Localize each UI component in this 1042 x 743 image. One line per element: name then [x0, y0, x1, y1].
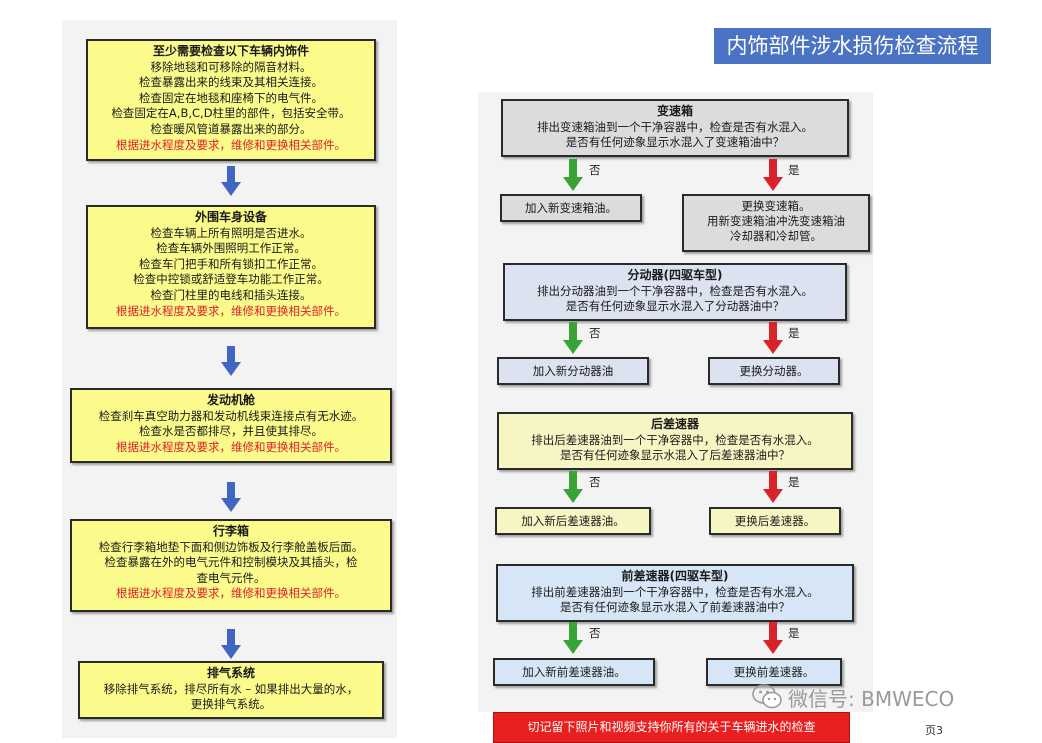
- down-arrow: [221, 166, 241, 196]
- no-label: 否: [589, 475, 601, 489]
- page-number: 页3: [925, 724, 943, 737]
- exhaust-system-box: 排气系统 移除排气系统，排尽所有水 – 如果排出大量的水， 更换排气系统。: [78, 661, 384, 719]
- box-line: 检查固定在地毯和座椅下的电气件。: [139, 90, 323, 105]
- box-line: 检查车辆外围照明工作正常。: [156, 241, 306, 256]
- rear-differential-no-action: 加入新后差速器油。: [495, 507, 651, 535]
- action-text: 冷却器和冷却管。: [730, 229, 822, 243]
- transfer-case-no-action: 加入新分动器油: [497, 357, 649, 385]
- action-text: 加入新变速箱油。: [525, 200, 617, 215]
- transfer-case-question-box: 分动器(四驱车型) 排出分动器油到一个干净容器中，检查是否有水混入。 是否有任何…: [503, 263, 847, 321]
- action-text: 加入新后差速器油。: [521, 513, 625, 528]
- box-note: 根据进水程度及要求，维修和更换相关部件。: [116, 303, 346, 318]
- box-line: 检查行李箱地垫下面和侧边饰板及行李舱盖板后面。: [98, 539, 364, 554]
- action-text: 更换分动器。: [739, 363, 809, 378]
- yes-label: 是: [788, 475, 800, 489]
- box-line: 检查暴露出来的线束及其相关连接。: [139, 75, 323, 90]
- down-arrow: [221, 482, 241, 512]
- box-title: 排气系统: [206, 666, 255, 680]
- box-line: 查电气元件。: [196, 570, 266, 585]
- box-note: 根据进水程度及要求，维修和更换相关部件。: [116, 439, 346, 454]
- box-line: 排出变速箱油到一个干净容器中，检查是否有水混入。: [537, 119, 813, 134]
- box-line: 检查车辆上所有照明是否进水。: [150, 225, 312, 240]
- wechat-icon: [752, 684, 782, 709]
- box-title: 发动机舱: [206, 393, 255, 407]
- transfer-case-yes-action: 更换分动器。: [708, 357, 840, 385]
- action-text: 用新变速箱油冲洗变速箱油: [707, 214, 845, 228]
- engine-bay-box: 发动机舱 检查刹车真空助力器和发动机线束连接点有无水迹。 检查水是否都排尽，并且…: [70, 388, 392, 463]
- box-title: 外围车身设备: [194, 210, 267, 224]
- front-differential-no-action: 加入新前差速器油。: [493, 658, 655, 686]
- yes-arrow: [763, 159, 783, 191]
- action-text: 加入新前差速器油。: [522, 664, 626, 679]
- yes-label: 是: [788, 163, 800, 177]
- rear-differential-question-box: 后差速器 排出后差速器油到一个干净容器中，检查是否有水混入。 是否有任何迹象显示…: [497, 412, 853, 470]
- box-line: 是否有任何迹象显示水混入了变速箱油中？: [565, 135, 785, 150]
- down-arrow: [221, 346, 241, 376]
- no-arrow: [563, 159, 583, 191]
- box-note: 根据进水程度及要求，维修和更换相关部件。: [116, 137, 346, 152]
- box-title: 至少需要检查以下车辆内饰件: [152, 44, 309, 58]
- watermark: 微信号: BMWECO: [752, 684, 955, 711]
- no-arrow: [563, 322, 583, 354]
- front-differential-yes-action: 更换前差速器。: [706, 658, 842, 686]
- transmission-yes-action: 更换变速箱。 用新变速箱油冲洗变速箱油 冷却器和冷却管。: [682, 194, 870, 252]
- yes-label: 是: [788, 626, 800, 640]
- rear-differential-yes-action: 更换后差速器。: [709, 507, 841, 535]
- transmission-question-box: 变速箱 排出变速箱油到一个干净容器中，检查是否有水混入。 是否有任何迹象显示水混…: [501, 99, 849, 157]
- box-note: 根据进水程度及要求，维修和更换相关部件。: [116, 586, 346, 601]
- box-line: 排出后差速器油到一个干净容器中，检查是否有水混入。: [531, 432, 819, 447]
- box-line: 检查暴露在外的电气元件和控制模块及其插头，检: [104, 555, 358, 570]
- footer-reminder-banner: 切记留下照片和视频支持你所有的关于车辆进水的检查: [493, 712, 850, 743]
- trunk-box: 行李箱 检查行李箱地垫下面和侧边饰板及行李舱盖板后面。 检查暴露在外的电气元件和…: [70, 519, 392, 612]
- yes-arrow: [763, 471, 783, 503]
- page-title: 内饰部件涉水损伤检查流程: [714, 28, 991, 64]
- box-line: 排出分动器油到一个干净容器中，检查是否有水混入。: [537, 283, 813, 298]
- no-label: 否: [589, 626, 601, 640]
- exterior-equipment-box: 外围车身设备 检查车辆上所有照明是否进水。 检查车辆外围照明工作正常。 检查车门…: [86, 205, 376, 329]
- interior-check-box: 至少需要检查以下车辆内饰件 移除地毯和可移除的隔音材料。 检查暴露出来的线束及其…: [86, 39, 376, 161]
- box-line: 移除地毯和可移除的隔音材料。: [150, 59, 312, 74]
- box-line: 检查中控锁或舒适登车功能工作正常。: [133, 272, 329, 287]
- box-line: 移除排气系统，排尽所有水 – 如果排出大量的水，: [103, 681, 359, 696]
- box-line: 排出前差速器油到一个干净容器中，检查是否有水混入。: [531, 584, 819, 599]
- no-arrow: [563, 622, 583, 654]
- no-label: 否: [589, 326, 601, 340]
- box-title: 分动器(四驱车型): [627, 268, 723, 282]
- action-text: 更换前差速器。: [733, 664, 815, 679]
- action-text: 更换后差速器。: [734, 513, 816, 528]
- no-arrow: [563, 471, 583, 503]
- watermark-text: 微信号: BMWECO: [788, 686, 955, 711]
- box-line: 检查水是否都排尽，并且使其排尽。: [139, 424, 323, 439]
- action-text: 更换变速箱。: [741, 199, 811, 213]
- no-label: 否: [589, 163, 601, 177]
- box-title: 变速箱: [656, 104, 693, 118]
- box-title: 后差速器: [650, 417, 699, 431]
- yes-label: 是: [788, 326, 800, 340]
- box-title: 行李箱: [212, 524, 249, 538]
- box-line: 是否有任何迹象显示水混入了后差速器油中？: [560, 448, 790, 463]
- box-line: 检查暖风管道暴露出来的部分。: [150, 121, 312, 136]
- box-line: 检查刹车真空助力器和发动机线束连接点有无水迹。: [98, 408, 364, 423]
- transmission-no-action: 加入新变速箱油。: [500, 194, 642, 222]
- box-title: 前差速器(四驱车型): [621, 569, 729, 583]
- box-line: 检查门柱里的电线和插头连接。: [150, 287, 312, 302]
- action-text: 加入新分动器油: [532, 363, 614, 378]
- box-line: 更换排气系统。: [190, 697, 272, 712]
- box-line: 是否有任何迹象显示水混入了前差速器油中？: [560, 600, 790, 615]
- yes-arrow: [763, 322, 783, 354]
- down-arrow: [221, 629, 241, 659]
- box-line: 检查车门把手和所有锁扣工作正常。: [139, 256, 323, 271]
- front-differential-question-box: 前差速器(四驱车型) 排出前差速器油到一个干净容器中，检查是否有水混入。 是否有…: [496, 564, 854, 622]
- yes-arrow: [763, 622, 783, 654]
- box-line: 是否有任何迹象显示水混入了分动器油中？: [565, 299, 785, 314]
- box-line: 检查固定在A,B,C,D柱里的部件，包括安全带。: [111, 106, 351, 121]
